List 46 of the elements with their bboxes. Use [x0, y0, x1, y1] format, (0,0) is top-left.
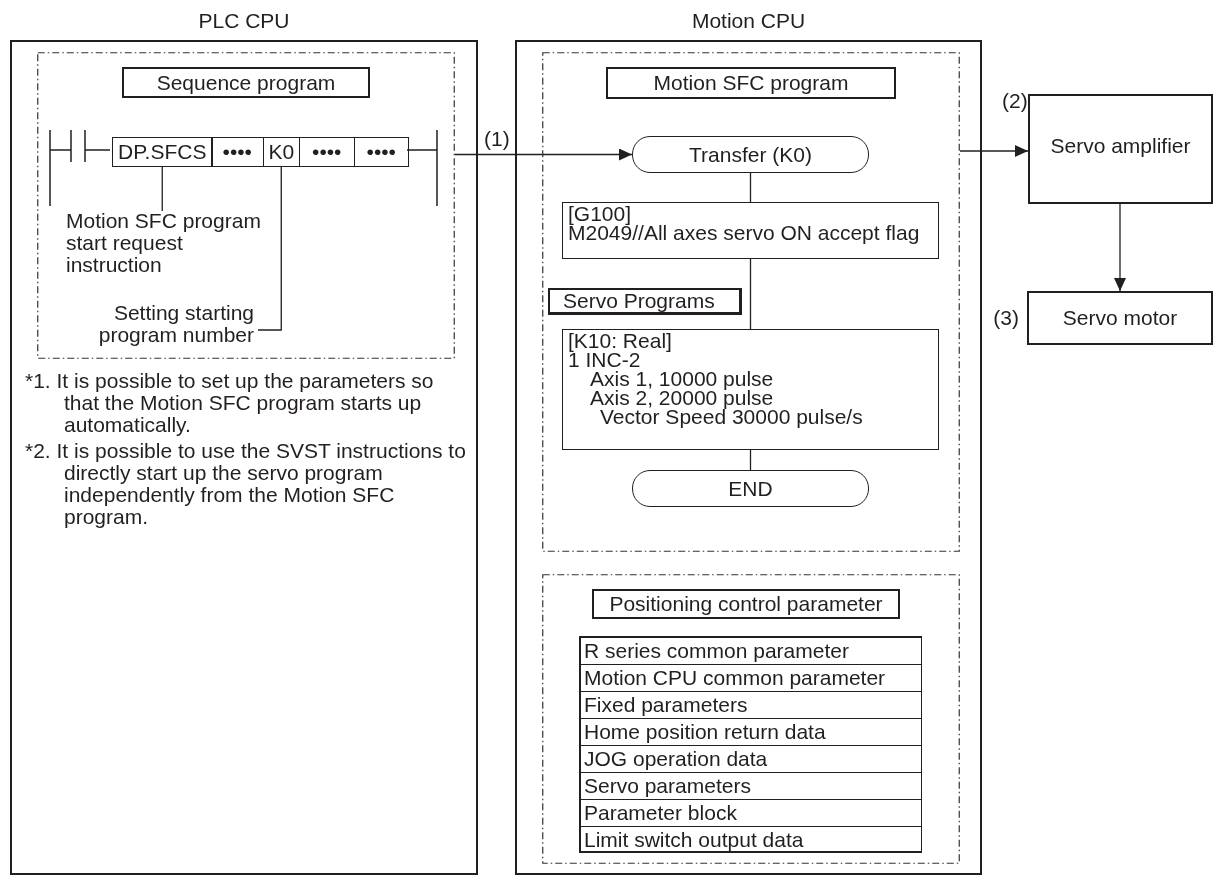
dashed-frame [37, 52, 455, 359]
code-line: [G100] [568, 204, 632, 223]
section-title-box: Positioning control parameter [592, 589, 900, 619]
section-title-box: Motion SFC program [606, 67, 896, 99]
edge-label: (2) [1002, 90, 1028, 112]
table-cell: Parameter block [581, 800, 921, 827]
connector-line [749, 258, 752, 330]
dashed-frame [542, 574, 960, 864]
table-cell: Servo parameters [581, 773, 921, 800]
device-box: Servo amplifier [1028, 94, 1213, 204]
instruction-cell: K0 [262, 137, 300, 167]
instruction-cell: DP.SFCS [112, 137, 213, 167]
step-number: (3) [993, 307, 1019, 329]
table-cell: JOG operation data [581, 746, 921, 773]
connector-line [749, 449, 752, 471]
code-line: [K10: Real] [568, 331, 672, 350]
instruction-cell: •••• [298, 137, 355, 167]
footnote: *2. It is possible to use the SVST instructions to directly start up the servo program independently from the Motion SFC program. [25, 440, 467, 528]
table-cell: Home position return data [581, 719, 921, 746]
table-cell: R series common parameter [581, 638, 921, 665]
connector-line [749, 172, 752, 203]
section-title-box: Servo Programs [548, 288, 742, 315]
instruction-cell: •••• [353, 137, 409, 167]
program-step-box [562, 329, 939, 450]
terminal-box: Transfer (K0) [632, 136, 869, 173]
terminal-box: END [632, 470, 869, 507]
code-line: Axis 1, 10000 pulse [589, 369, 774, 388]
edge-label: (1) [484, 128, 510, 150]
footnote: *1. It is possible to set up the parameters so that the Motion SFC program starts up automatically. [25, 370, 435, 436]
table-cell: Motion CPU common parameter [581, 665, 921, 692]
frame-heading: PLC CPU [197, 10, 291, 32]
annotation-text: Setting starting program number [97, 301, 254, 346]
arrow [959, 145, 1029, 157]
leader-line [161, 166, 163, 212]
annotation-text: Motion SFC program start request instruction [66, 209, 262, 276]
table-cell: Fixed parameters [581, 692, 921, 719]
arrow [454, 148, 633, 161]
frame-heading: Motion CPU [690, 10, 807, 32]
leader-line [257, 166, 282, 331]
table-cell-text: Limit switch output data [583, 827, 805, 853]
section-title-box: Sequence program [122, 67, 370, 98]
instruction-cell: •••• [210, 137, 264, 167]
box-label: Servo motor [1062, 307, 1178, 329]
arrow [1114, 203, 1126, 292]
program-step-box [562, 202, 939, 259]
dashed-frame [542, 52, 960, 552]
